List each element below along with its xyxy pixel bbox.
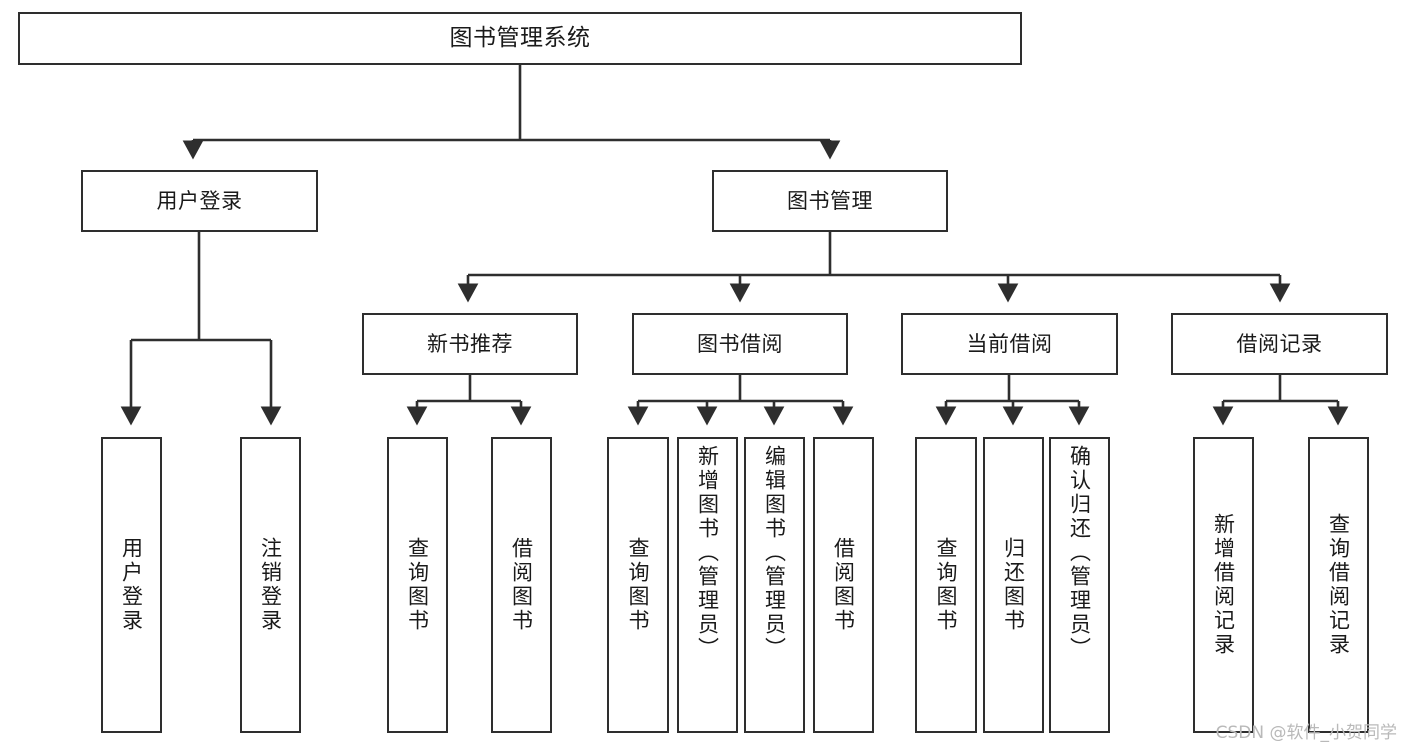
node-label: 图书管理系统 — [449, 24, 591, 51]
node-label: 用户登录 — [119, 537, 144, 633]
node-leaf-borrow-book[interactable]: 借阅图书 — [813, 437, 874, 733]
node-label: 确认归还（管理员） — [1067, 445, 1092, 661]
node-leaf-query-books-recommend[interactable]: 查询图书 — [387, 437, 448, 733]
node-label: 查询图书 — [934, 537, 959, 633]
watermark-text: CSDN @软件_小贺同学 — [1215, 723, 1397, 743]
node-leaf-add-borrow-record[interactable]: 新增借阅记录 — [1193, 437, 1254, 733]
node-label: 当前借阅 — [966, 331, 1053, 356]
node-leaf-query-books-current[interactable]: 查询图书 — [915, 437, 977, 733]
node-label: 查询图书 — [626, 537, 651, 633]
node-label: 借阅图书 — [509, 537, 534, 633]
node-label: 新书推荐 — [427, 331, 513, 356]
node-leaf-logout[interactable]: 注销登录 — [240, 437, 301, 733]
node-leaf-add-book-admin[interactable]: 新增图书（管理员） — [677, 437, 738, 733]
node-label: 图书管理 — [787, 188, 873, 213]
node-current-borrow[interactable]: 当前借阅 — [901, 313, 1118, 375]
node-label: 图书借阅 — [697, 331, 783, 356]
node-label: 编辑图书（管理员） — [762, 445, 787, 661]
node-label: 新增借阅记录 — [1211, 513, 1236, 657]
node-user-login[interactable]: 用户登录 — [81, 170, 318, 232]
node-label: 查询借阅记录 — [1326, 513, 1351, 657]
node-borrow-records[interactable]: 借阅记录 — [1171, 313, 1388, 375]
node-label: 用户登录 — [156, 188, 243, 213]
node-book-management[interactable]: 图书管理 — [712, 170, 948, 232]
node-leaf-edit-book-admin[interactable]: 编辑图书（管理员） — [744, 437, 805, 733]
node-root-system[interactable]: 图书管理系统 — [18, 12, 1022, 65]
node-leaf-return-book[interactable]: 归还图书 — [983, 437, 1044, 733]
node-label: 查询图书 — [405, 537, 430, 633]
node-label: 借阅记录 — [1236, 331, 1323, 356]
node-leaf-user-login[interactable]: 用户登录 — [101, 437, 162, 733]
node-label: 新增图书（管理员） — [695, 445, 720, 661]
node-leaf-query-borrow-record[interactable]: 查询借阅记录 — [1308, 437, 1369, 733]
node-leaf-query-books-borrow[interactable]: 查询图书 — [607, 437, 669, 733]
node-leaf-borrow-books-recommend[interactable]: 借阅图书 — [491, 437, 552, 733]
node-label: 归还图书 — [1001, 537, 1026, 633]
node-leaf-confirm-return-admin[interactable]: 确认归还（管理员） — [1049, 437, 1110, 733]
node-book-borrow[interactable]: 图书借阅 — [632, 313, 848, 375]
node-label: 注销登录 — [258, 537, 283, 633]
node-new-book-recommend[interactable]: 新书推荐 — [362, 313, 578, 375]
node-label: 借阅图书 — [831, 537, 856, 633]
